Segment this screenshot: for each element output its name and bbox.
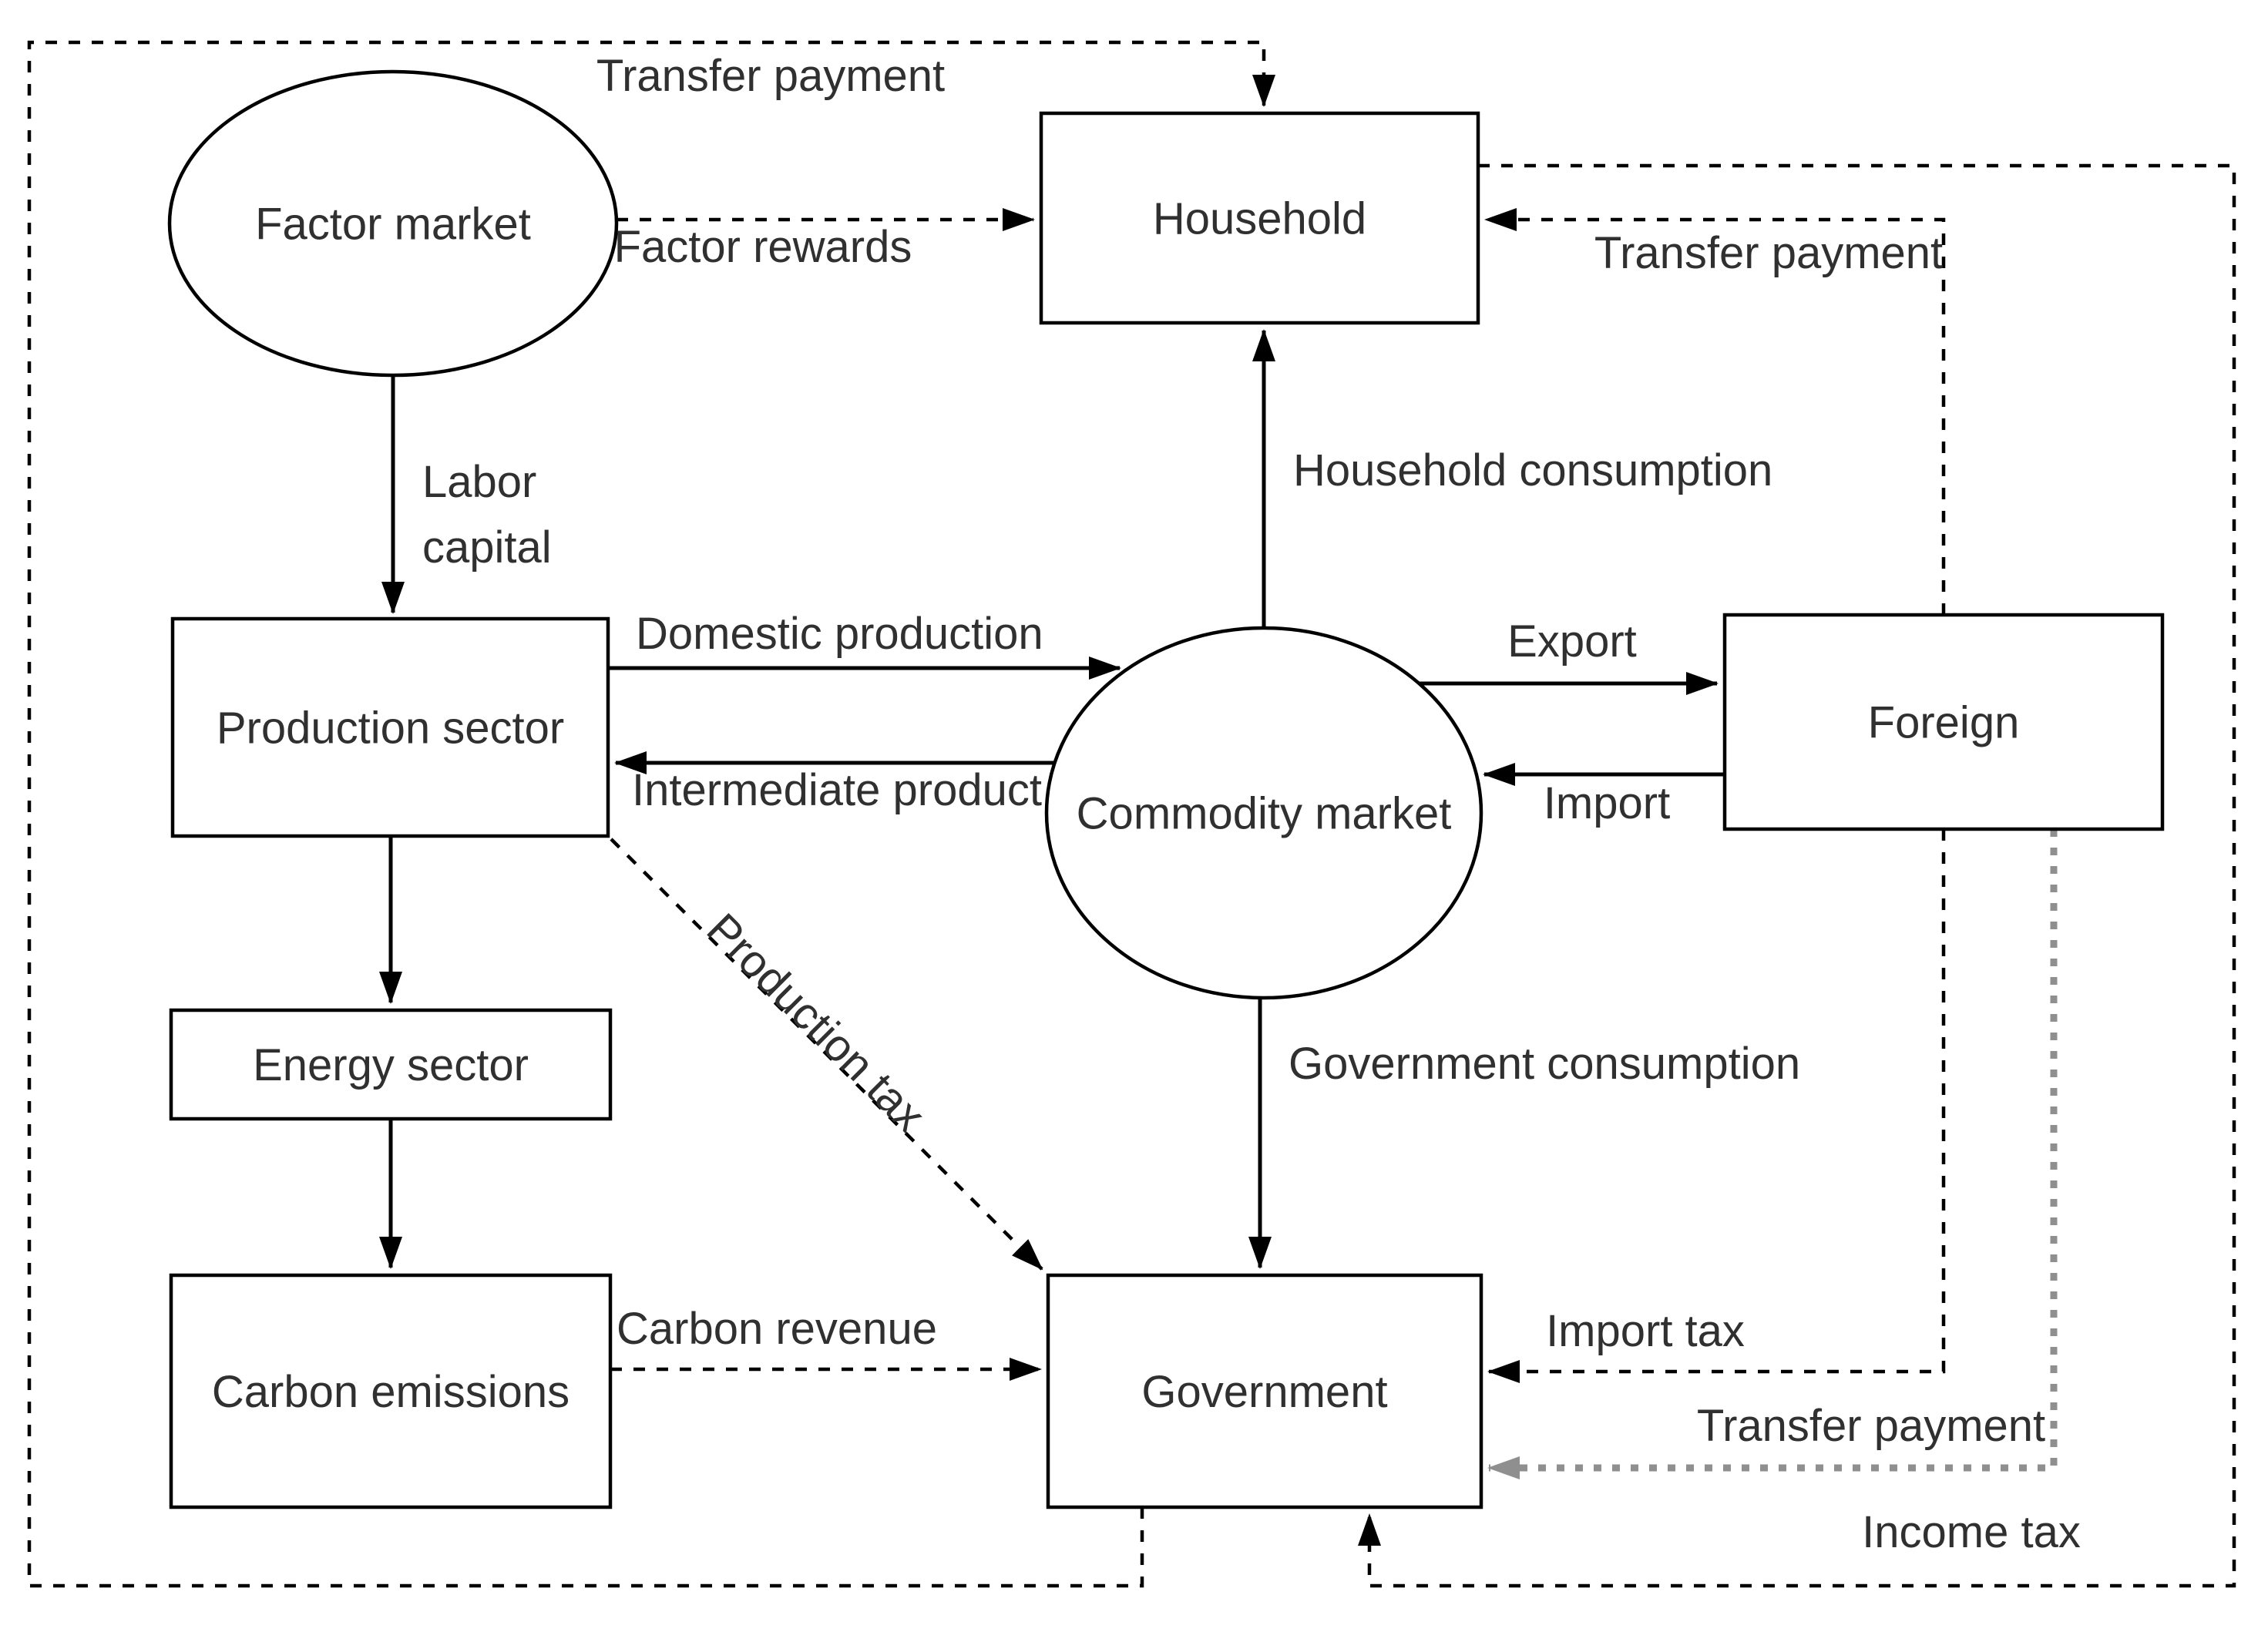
edge-label-factor-rewards: Factor rewards <box>614 222 912 272</box>
edge-label-labor-capital-line1: Labor <box>422 457 536 507</box>
node-foreign <box>1722 613 2165 831</box>
edge-label-transfer-payment-gov-to-household: Transfer payment <box>596 51 945 101</box>
edge-label-production-tax: Production tax <box>697 904 935 1141</box>
edge-production-tax <box>610 838 1043 1271</box>
edge-label-income-tax: Income tax <box>1862 1507 2081 1557</box>
node-government <box>1046 1273 1483 1509</box>
node-factor-market <box>167 69 619 378</box>
edge-income-tax <box>1358 163 2236 1588</box>
edge-label-government-consumption: Government consumption <box>1289 1039 1800 1089</box>
edge-transfer-payment-foreign-to-household <box>1484 208 1946 615</box>
edge-label-import: Import <box>1544 778 1670 828</box>
edge-label-carbon-revenue: Carbon revenue <box>617 1304 937 1354</box>
node-label-government: Government <box>1141 1367 1387 1417</box>
node-carbon-emissions <box>169 1273 613 1509</box>
node-label-foreign: Foreign <box>1868 697 2020 747</box>
node-commodity-market <box>1044 626 1483 1000</box>
edge-label-transfer-payment-foreign-to-gov: Transfer payment <box>1697 1401 2045 1451</box>
edge-label-export: Export <box>1507 616 1637 667</box>
edge-import-tax <box>1487 829 1946 1383</box>
node-label-energy-sector: Energy sector <box>253 1040 529 1090</box>
node-label-commodity-market: Commodity market <box>1077 788 1452 838</box>
edge-label-household-consumption: Household consumption <box>1293 445 1772 495</box>
node-household <box>1039 111 1480 325</box>
edge-label-intermediate-product: Intermediate product <box>632 765 1042 815</box>
node-label-factor-market: Factor market <box>255 199 531 249</box>
node-label-carbon-emissions: Carbon emissions <box>212 1367 570 1417</box>
node-label-production-sector: Production sector <box>217 703 564 753</box>
edge-label-labor-capital-line2: capital <box>422 522 552 573</box>
edges-layer <box>27 40 2236 1588</box>
node-production-sector <box>170 616 610 838</box>
edge-label-domestic-production: Domestic production <box>636 609 1043 659</box>
edge-label-transfer-payment-foreign-to-household: Transfer payment <box>1594 228 1943 278</box>
edge-label-import-tax: Import tax <box>1546 1306 1745 1356</box>
node-energy-sector <box>169 1008 613 1121</box>
node-label-household: Household <box>1153 193 1366 243</box>
edge-transfer-payment-gov-to-household <box>27 40 1275 1588</box>
